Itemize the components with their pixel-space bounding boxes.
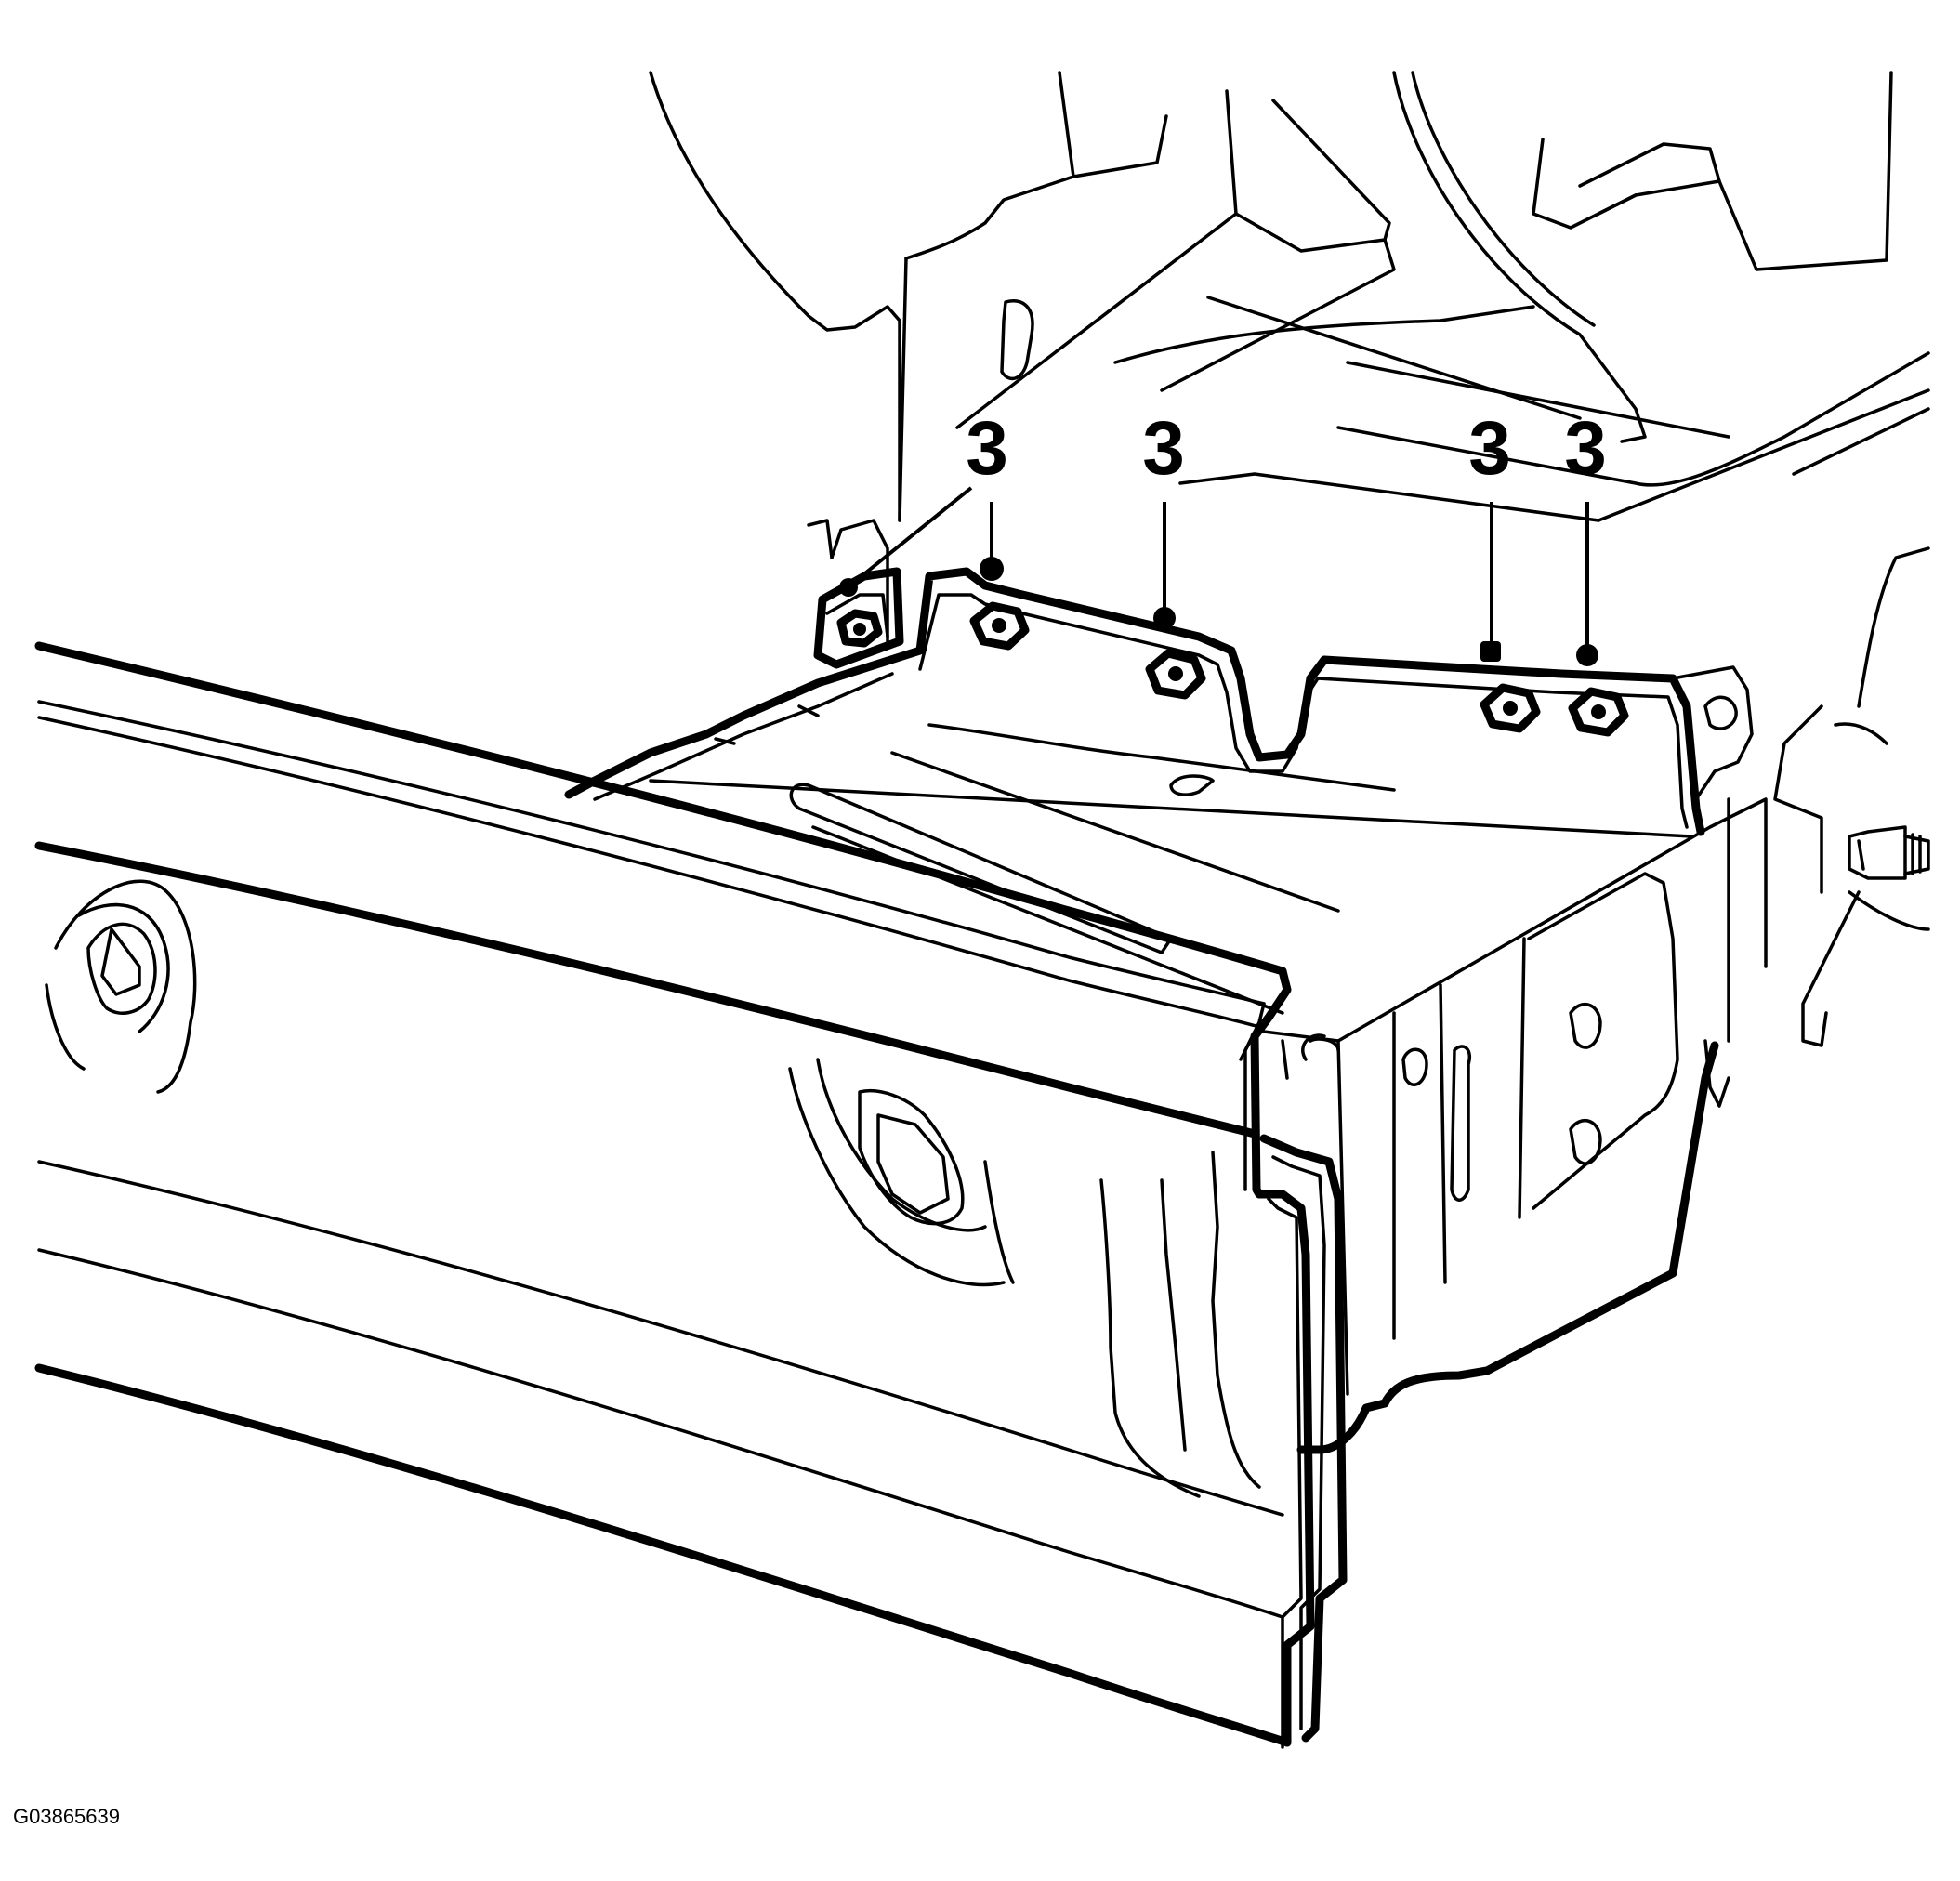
callout-label: 3 — [1564, 406, 1607, 491]
nut-icon — [969, 601, 1030, 651]
callout-label: 3 — [1468, 406, 1511, 491]
stud-bolt-icon — [1848, 825, 1930, 880]
nut-icon — [836, 609, 883, 648]
callout-dot — [1153, 607, 1176, 629]
callout-label: 3 — [1142, 406, 1185, 491]
nut-icon — [1480, 683, 1541, 733]
nut-icon — [1145, 649, 1206, 700]
bumper-bracket-box — [564, 567, 1768, 1454]
callout-leader — [850, 486, 973, 585]
figure-id: G03865639 — [13, 1805, 120, 1828]
callout-group: 3 3 3 3 — [839, 406, 1607, 666]
vehicle-frame-background — [649, 71, 1930, 1047]
callout-label: 3 — [966, 406, 1008, 491]
callout-dot — [1480, 641, 1501, 662]
mounting-nuts — [836, 601, 1629, 737]
callout-dot — [1576, 644, 1598, 666]
bumper-reinforcement-beam — [34, 641, 1348, 1749]
nut-icon — [1568, 687, 1629, 737]
beam-center-mount-hole — [788, 1058, 1015, 1287]
callout-dot — [839, 578, 858, 597]
beam-left-mount-hole — [45, 879, 197, 1094]
callout-dot — [980, 557, 1004, 581]
